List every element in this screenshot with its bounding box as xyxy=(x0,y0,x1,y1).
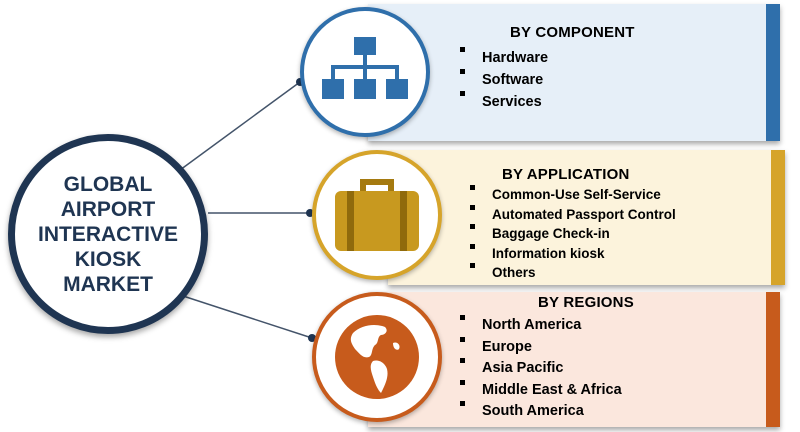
list-item: Middle East & Africa xyxy=(460,379,622,402)
globe-icon xyxy=(335,315,419,399)
list-item: Information kiosk xyxy=(470,243,676,264)
regions-panel-title: BY REGIONS xyxy=(538,294,634,311)
list-item: Services xyxy=(460,91,548,113)
regions-icon-circle xyxy=(312,292,442,422)
list-item: North America xyxy=(460,315,622,337)
central-market-circle: GLOBAL AIRPORT INTERACTIVE KIOSK MARKET xyxy=(8,134,208,334)
application-icon-circle xyxy=(312,150,442,280)
list-item: South America xyxy=(460,401,622,423)
component-list: Hardware Software Services xyxy=(460,47,548,113)
market-title: GLOBAL AIRPORT INTERACTIVE KIOSK MARKET xyxy=(37,172,178,296)
component-panel: BY COMPONENT Hardware Software Services xyxy=(368,4,780,141)
briefcase-icon xyxy=(335,179,419,251)
list-item: Baggage Check-in xyxy=(470,224,676,244)
list-item: Asia Pacific xyxy=(460,358,622,380)
list-item: Software xyxy=(460,69,548,91)
list-item: Europe xyxy=(460,336,622,359)
list-item: Common-Use Self-Service xyxy=(470,185,676,205)
application-list: Common-Use Self-Service Automated Passpo… xyxy=(470,185,676,283)
application-panel: BY APPLICATION Common-Use Self-Service A… xyxy=(388,150,785,285)
list-item: Others xyxy=(470,263,676,283)
component-panel-title: BY COMPONENT xyxy=(510,24,635,41)
regions-list: North America Europe Asia Pacific Middle… xyxy=(460,315,622,423)
application-panel-title: BY APPLICATION xyxy=(502,166,630,183)
list-item: Automated Passport Control xyxy=(470,204,676,225)
list-item: Hardware xyxy=(460,47,548,69)
hierarchy-icon xyxy=(322,37,408,99)
component-icon-circle xyxy=(300,7,430,137)
